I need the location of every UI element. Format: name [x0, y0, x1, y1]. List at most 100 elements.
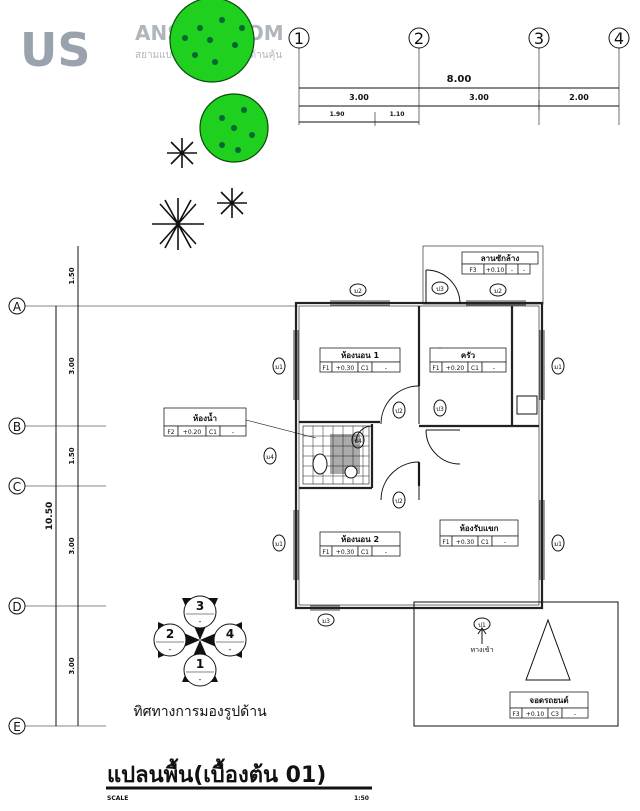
- svg-text:ม1: ม1: [275, 541, 283, 548]
- svg-text:ครัว: ครัว: [461, 351, 476, 360]
- svg-text:ป4: ป4: [354, 438, 362, 445]
- svg-text:C1: C1: [471, 365, 479, 372]
- svg-text:+0.20: +0.20: [183, 429, 202, 436]
- svg-text:ลานซักล้าง: ลานซักล้าง: [481, 253, 520, 263]
- svg-text:ม1: ม1: [554, 364, 562, 371]
- svg-text:1.90: 1.90: [330, 111, 345, 118]
- tag-w1-left-2: ม1: [272, 534, 286, 552]
- svg-text:-: -: [493, 365, 495, 372]
- svg-text:-: -: [385, 365, 387, 372]
- tree-medium-icon: [199, 93, 269, 163]
- svg-text:3.00: 3.00: [349, 93, 369, 102]
- svg-text:จอดรถยนต์: จอดรถยนต์: [529, 695, 568, 705]
- svg-text:3.00: 3.00: [68, 657, 76, 674]
- grid-row-b: B: [8, 417, 106, 435]
- svg-text:C1: C1: [361, 549, 369, 556]
- basin-icon: [344, 465, 358, 479]
- dim-total: 8.00: [447, 74, 472, 85]
- shrub-small-icon: [217, 188, 247, 218]
- svg-text:-: -: [232, 429, 234, 436]
- scale-value: 1:50: [354, 795, 369, 802]
- svg-text:+0.30: +0.30: [336, 549, 355, 556]
- sink-icon: [516, 395, 538, 415]
- svg-text:ม2: ม2: [494, 288, 502, 295]
- svg-text:3.00: 3.00: [68, 357, 76, 374]
- view-1-label: 1: [196, 657, 204, 671]
- svg-text:ป3: ป3: [436, 406, 444, 413]
- room-label-laundry: ลานซักล้าง F3 +0.10 - -: [461, 251, 539, 275]
- svg-text:3: 3: [534, 29, 544, 48]
- scale-label: SCALE: [107, 795, 128, 802]
- svg-text:2.00: 2.00: [569, 93, 589, 102]
- tag-w2-top-right: ม2: [489, 283, 507, 297]
- tag-w1-right-1: ม1: [551, 357, 565, 375]
- svg-text:+0.10: +0.10: [526, 711, 545, 718]
- tag-d2-bed1: ป2: [392, 401, 406, 419]
- svg-text:ห้องนอน 2: ห้องนอน 2: [341, 534, 379, 544]
- svg-text:+0.30: +0.30: [456, 539, 475, 546]
- svg-text:-: -: [511, 267, 513, 274]
- tag-w1-left-1: ม1: [272, 357, 286, 375]
- svg-text:ป2: ป2: [395, 498, 403, 505]
- tag-d2-bed2: ป2: [392, 491, 406, 509]
- svg-text:-: -: [199, 617, 202, 626]
- palm-icon: [152, 198, 204, 250]
- svg-text:ม2: ม2: [354, 288, 362, 295]
- svg-text:ป2: ป2: [395, 408, 403, 415]
- grid-col-4: 4: [608, 27, 630, 125]
- svg-text:-: -: [385, 549, 387, 556]
- svg-text:C1: C1: [481, 539, 489, 546]
- svg-text:-: -: [574, 711, 576, 718]
- svg-text:1.10: 1.10: [390, 111, 405, 118]
- svg-text:3.00: 3.00: [68, 537, 76, 554]
- entrance-arrow-icon: ทางเข้า: [470, 627, 494, 654]
- svg-text:ห้องนอน 1: ห้องนอน 1: [341, 350, 380, 360]
- grid-row-a: A: [8, 297, 298, 315]
- entrance-label: ทางเข้า: [470, 646, 493, 654]
- svg-text:ม3: ม3: [322, 618, 330, 625]
- svg-text:1.50: 1.50: [68, 447, 76, 464]
- tag-w1-right-2: ม1: [551, 534, 565, 552]
- svg-text:F1: F1: [432, 365, 439, 372]
- view-direction-compass: 3 - 2 - 4 - 1 - ทิศทางการมองรูปด้าน: [133, 595, 267, 720]
- carport-area: [413, 601, 619, 727]
- tag-w4-bath: ม4: [263, 447, 277, 465]
- svg-text:ม1: ม1: [554, 541, 562, 548]
- svg-text:C3: C3: [551, 711, 559, 718]
- drawing-title-block: แปลนพื้น(เบื้องต้น 01) SCALE 1:50: [106, 758, 372, 802]
- svg-text:ม4: ม4: [266, 454, 274, 461]
- svg-text:1.50: 1.50: [68, 267, 76, 284]
- dim-left-total: 10.50: [45, 502, 55, 530]
- view-2-label: 2: [166, 627, 174, 641]
- svg-text:-: -: [229, 645, 232, 654]
- tag-w3-bottom: ม3: [317, 613, 335, 627]
- grid-col-3: 3: [528, 27, 550, 125]
- svg-text:ป3: ป3: [436, 286, 444, 293]
- grid-row-e: E: [8, 717, 106, 735]
- svg-text:C1: C1: [209, 429, 217, 436]
- grid-row-c: C: [8, 477, 106, 495]
- grid-col-1: 1: [288, 27, 310, 125]
- svg-text:F2: F2: [167, 429, 174, 436]
- svg-text:+0.20: +0.20: [446, 365, 465, 372]
- bathroom-tile-floor: [302, 425, 370, 485]
- view-caption: ทิศทางการมองรูปด้าน: [133, 704, 267, 720]
- tag-d4-bath: ป4: [351, 431, 365, 449]
- svg-text:F1: F1: [322, 549, 329, 556]
- svg-text:+0.10: +0.10: [486, 267, 505, 274]
- dimension-top: 8.00 3.00 3.00 2.00 1.90 1.10: [299, 74, 619, 126]
- door-swings: [355, 269, 461, 501]
- svg-text:+0.30: +0.30: [336, 365, 355, 372]
- svg-text:D: D: [12, 600, 21, 614]
- room-label-bedroom-2: ห้องนอน 2 F1 +0.30 C1 -: [319, 531, 401, 557]
- svg-text:4: 4: [614, 29, 624, 48]
- grid-row-d: D: [8, 597, 106, 615]
- view-3-label: 3: [196, 599, 204, 613]
- svg-text:B: B: [13, 420, 21, 434]
- room-label-kitchen: ครัว F1 +0.20 C1 -: [429, 347, 507, 373]
- svg-text:-: -: [504, 539, 506, 546]
- tag-d3-laundry: ป3: [431, 281, 449, 295]
- svg-text:C1: C1: [361, 365, 369, 372]
